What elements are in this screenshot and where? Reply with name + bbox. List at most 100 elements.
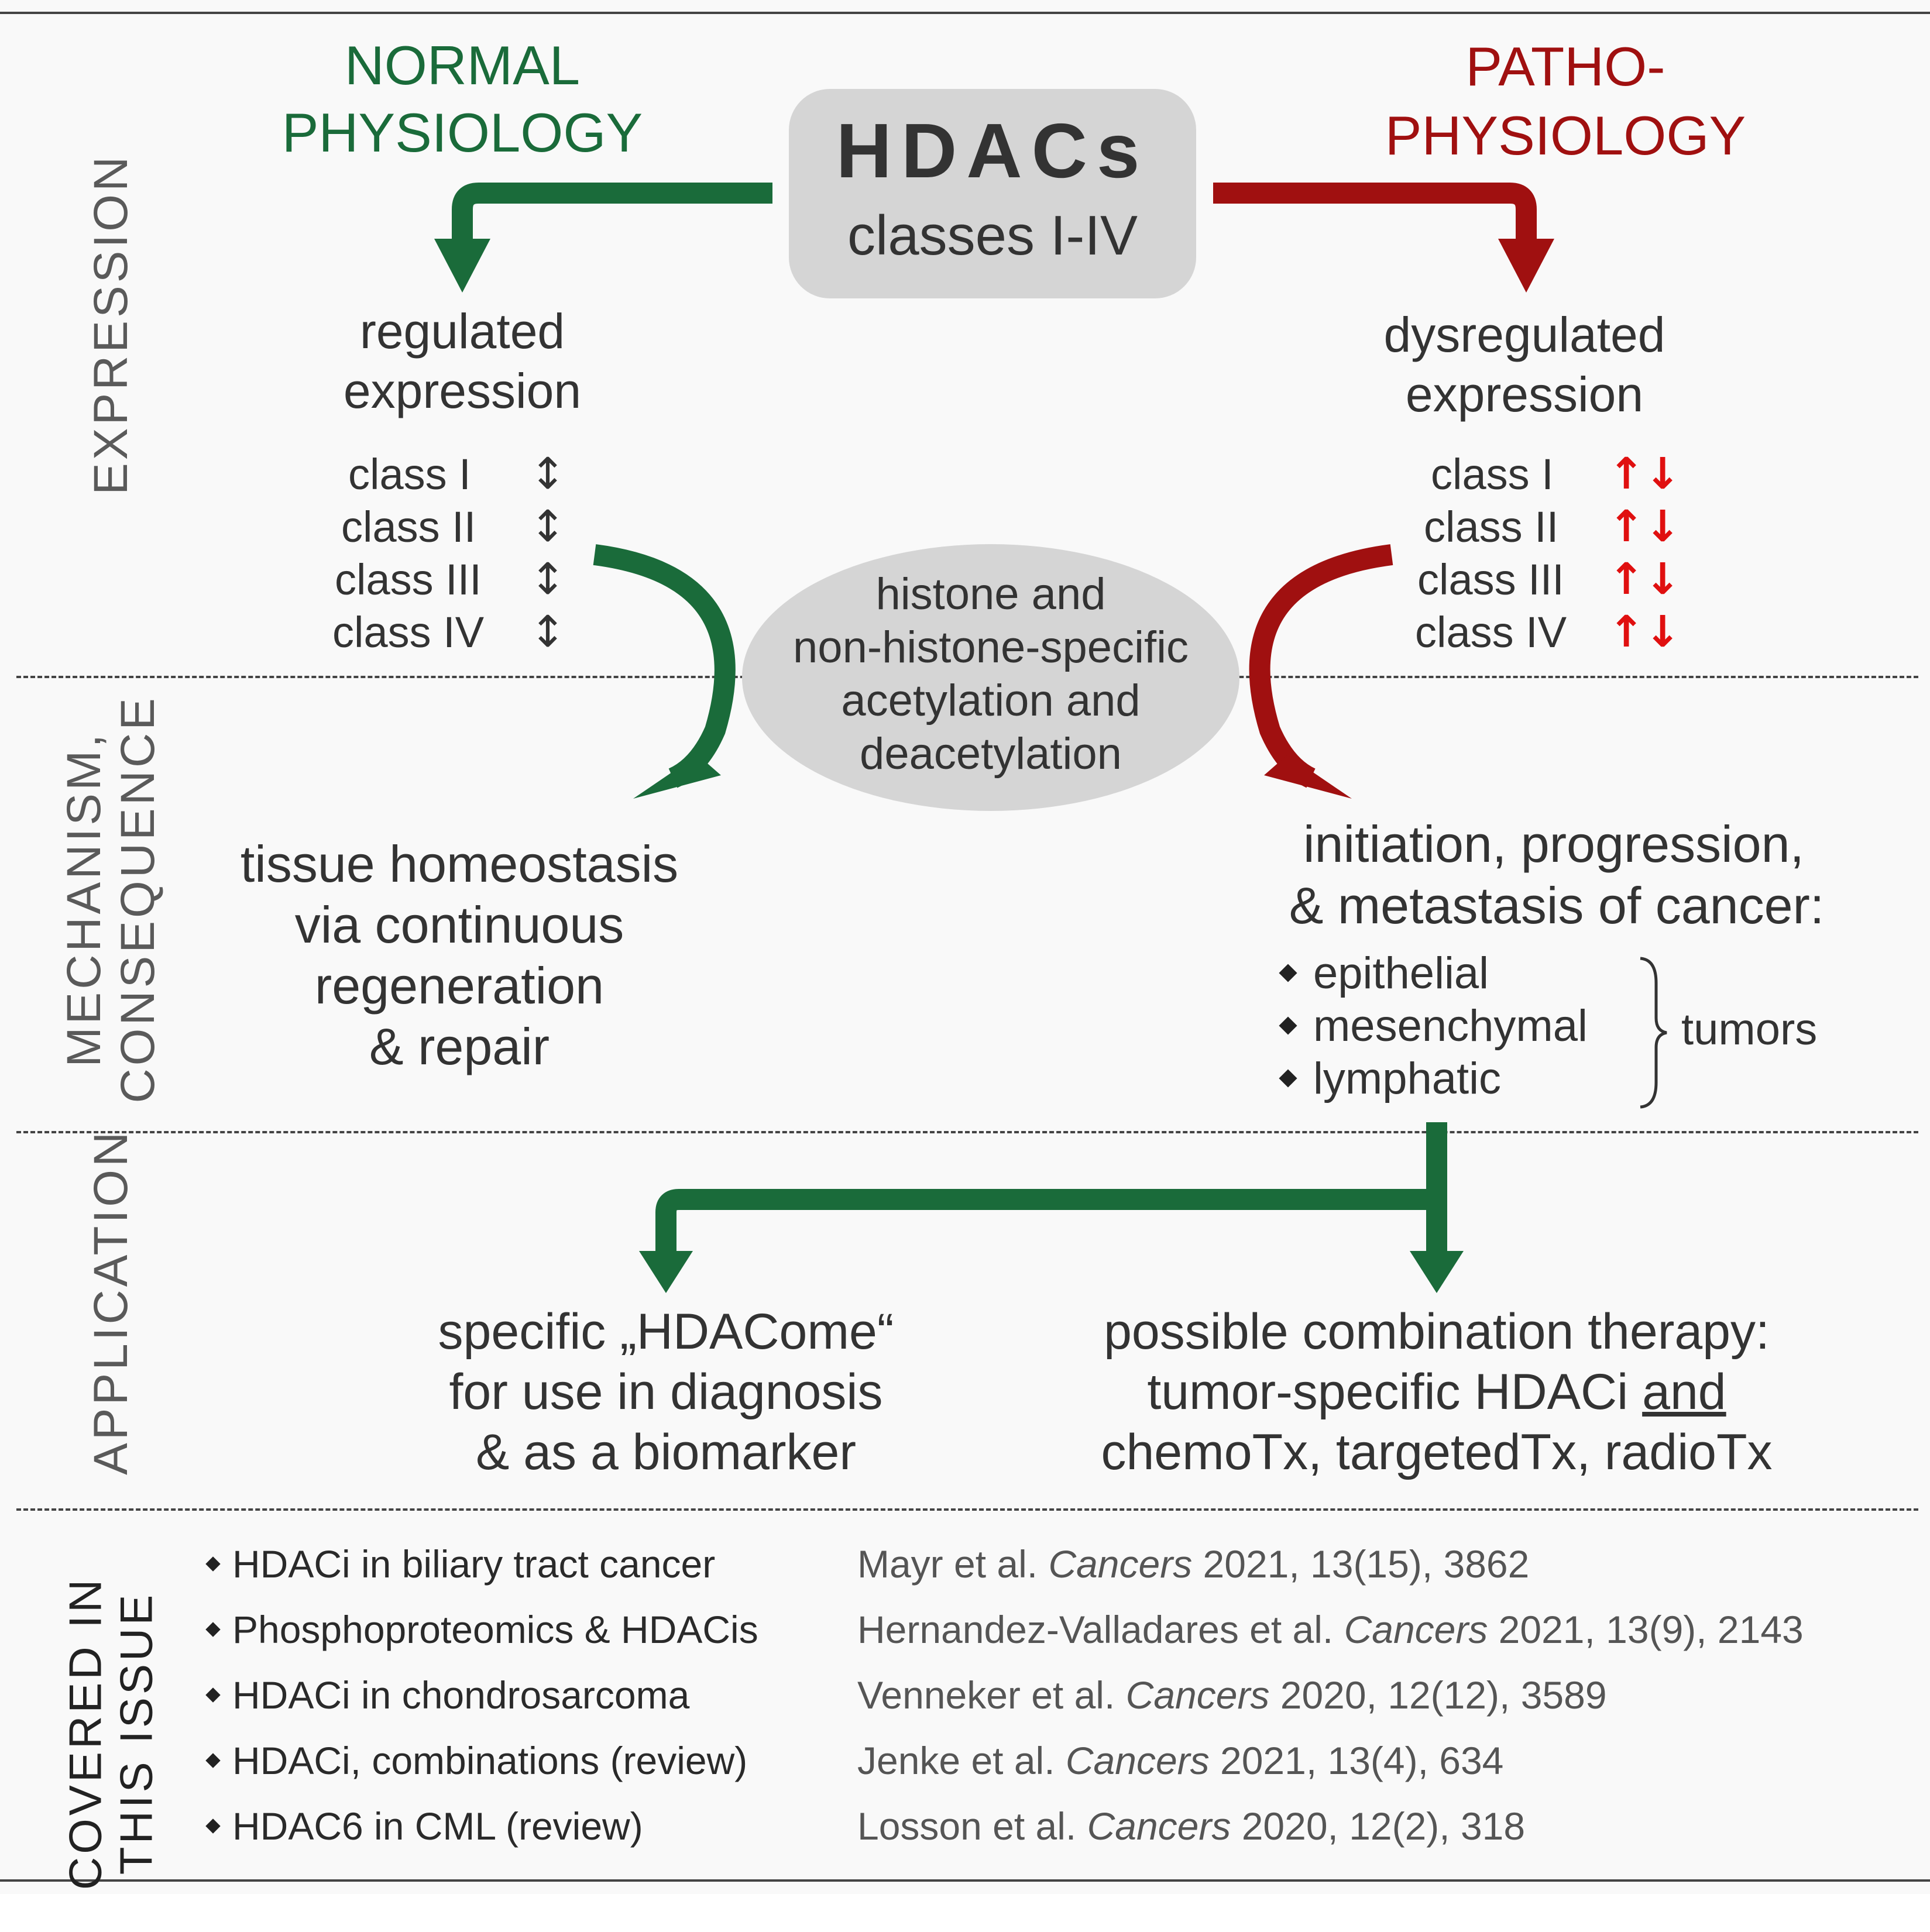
homeostasis-line4: & repair bbox=[369, 1017, 550, 1075]
acetylation-line4: deacetylation bbox=[860, 729, 1122, 779]
covered-topic-label: Phosphoproteomics & HDACis bbox=[232, 1608, 758, 1651]
reference-2: Hernandez-Valladares et al. Cancers 2021… bbox=[857, 1607, 1804, 1652]
reference-citation: 2021, 13(4), 634 bbox=[1209, 1739, 1504, 1782]
green-arrow-down-left bbox=[452, 183, 772, 240]
side-label-covered-line1: COVERED IN bbox=[59, 1576, 111, 1890]
up-down-arrows-icon-2: ↑↓ bbox=[1608, 501, 1681, 552]
therapy-line1: possible combination therapy: bbox=[1104, 1304, 1770, 1360]
red-arrow-head-2 bbox=[1264, 755, 1352, 799]
covered-topic-3: HDACi in chondrosarcoma bbox=[205, 1673, 690, 1717]
reference-authors: Jenke et al. bbox=[857, 1739, 1066, 1782]
reference-authors: Losson et al. bbox=[857, 1804, 1087, 1848]
bullet-icon bbox=[205, 1752, 221, 1768]
covered-topic-label: HDACi in chondrosarcoma bbox=[232, 1673, 690, 1717]
reference-journal: Cancers bbox=[1087, 1804, 1231, 1848]
bullet-icon bbox=[205, 1556, 221, 1572]
bottom-border bbox=[0, 1879, 1930, 1882]
hdacs-title: HDACs bbox=[836, 108, 1149, 194]
acetylation-line3: acetylation and bbox=[841, 676, 1141, 726]
therapy-line3: chemoTx, targetedTx, radioTx bbox=[1101, 1424, 1773, 1480]
updown-arrow-icon-2: ↕ bbox=[530, 501, 566, 552]
reference-authors: Hernandez-Valladares et al. bbox=[857, 1608, 1344, 1651]
reference-3: Venneker et al. Cancers 2020, 12(12), 35… bbox=[857, 1673, 1607, 1717]
homeostasis-line3: regeneration bbox=[314, 957, 605, 1015]
red-arrow-down-right bbox=[1213, 183, 1537, 240]
green-arrow-head-2 bbox=[633, 755, 721, 799]
bullet-icon bbox=[205, 1621, 221, 1637]
green-arrow-head-4 bbox=[1410, 1251, 1464, 1293]
side-label-covered-line2: THIS ISSUE bbox=[111, 1591, 162, 1875]
dysregulated-line2: expression bbox=[1405, 367, 1644, 422]
top-border bbox=[0, 12, 1930, 14]
normal-label-line2: PHYSIOLOGY bbox=[281, 102, 643, 163]
tissue-homeostasis-text: tissue homeostasis via continuous regene… bbox=[241, 834, 678, 1077]
covered-topic-2: Phosphoproteomics & HDACis bbox=[205, 1607, 758, 1652]
hdacome-text: specific „HDACome“ for use in diagnosis … bbox=[438, 1302, 894, 1483]
reference-citation: 2020, 12(2), 318 bbox=[1231, 1804, 1526, 1848]
reference-4: Jenke et al. Cancers 2021, 13(4), 634 bbox=[857, 1738, 1503, 1783]
therapy-line2: tumor-specific HDACi and bbox=[1101, 1362, 1772, 1422]
cancer-line1: initiation, progression, bbox=[1303, 815, 1805, 873]
cancer-line2: & metastasis of cancer: bbox=[1289, 876, 1825, 934]
reference-journal: Cancers bbox=[1344, 1608, 1488, 1651]
up-down-arrows-icon-1: ↑↓ bbox=[1608, 449, 1681, 499]
up-down-arrows-icon-4: ↑↓ bbox=[1608, 607, 1681, 657]
patho-label-line2: PHYSIOLOGY bbox=[1385, 105, 1746, 166]
side-label-mechanism-line2: CONSEQUENCE bbox=[111, 695, 164, 1103]
reference-journal: Cancers bbox=[1048, 1542, 1193, 1586]
covered-topic-label: HDACi, combinations (review) bbox=[232, 1739, 748, 1782]
right-class-3: class III bbox=[1417, 555, 1564, 604]
bullet-icon bbox=[1279, 964, 1297, 982]
hdacome-line1: specific „HDACome“ bbox=[438, 1304, 894, 1360]
tumor-type-label: epithelial bbox=[1313, 948, 1489, 998]
hdacs-box bbox=[789, 89, 1196, 298]
side-label-mechanism: MECHANISM, CONSEQUENCE bbox=[57, 695, 165, 1104]
covered-topic-label: HDAC6 in CML (review) bbox=[232, 1804, 643, 1848]
side-label-expression: EXPRESSION bbox=[84, 153, 138, 495]
acetylation-line2: non-histone-specific bbox=[793, 623, 1189, 672]
green-arrow-head-1 bbox=[434, 239, 490, 293]
bullet-icon bbox=[1279, 1069, 1297, 1088]
bullet-icon bbox=[1279, 1016, 1297, 1035]
therapy-line2-text: tumor-specific HDACi bbox=[1147, 1364, 1643, 1420]
reference-citation: 2021, 13(15), 3862 bbox=[1192, 1542, 1530, 1586]
covered-topic-label: HDACi in biliary tract cancer bbox=[232, 1542, 716, 1586]
therapy-and-underlined: and bbox=[1642, 1364, 1726, 1420]
regulated-line2: expression bbox=[343, 363, 582, 418]
reference-citation: 2021, 13(9), 2143 bbox=[1488, 1608, 1804, 1651]
tumors-brace bbox=[1640, 957, 1667, 1109]
reference-1: Mayr et al. Cancers 2021, 13(15), 3862 bbox=[857, 1542, 1529, 1586]
left-class-4: class IV bbox=[332, 608, 485, 656]
covered-topic-1: HDACi in biliary tract cancer bbox=[205, 1542, 716, 1586]
right-class-4: class IV bbox=[1415, 608, 1567, 656]
reference-authors: Mayr et al. bbox=[857, 1542, 1049, 1586]
dysregulated-line1: dysregulated bbox=[1383, 307, 1665, 362]
divider-application-covered bbox=[16, 1508, 1918, 1511]
divider-mechanism-application bbox=[16, 1131, 1918, 1133]
acetylation-line1: histone and bbox=[875, 569, 1106, 619]
tumor-type-mesenchymal: mesenchymal bbox=[1279, 1002, 1588, 1051]
homeostasis-line1: tissue homeostasis bbox=[240, 835, 679, 893]
updown-arrow-icon-3: ↕ bbox=[530, 554, 566, 604]
hdacome-line2: for use in diagnosis bbox=[449, 1364, 883, 1420]
reference-authors: Venneker et al. bbox=[857, 1673, 1126, 1717]
homeostasis-line2: via continuous bbox=[294, 896, 624, 954]
right-class-2: class II bbox=[1424, 503, 1559, 551]
red-curved-arrow bbox=[1249, 544, 1393, 788]
green-curved-arrow bbox=[593, 544, 736, 788]
up-down-arrows-icon-3: ↑↓ bbox=[1608, 554, 1681, 604]
side-label-mechanism-line1: MECHANISM, bbox=[57, 731, 111, 1067]
left-class-1: class I bbox=[348, 450, 471, 499]
covered-topic-5: HDAC6 in CML (review) bbox=[205, 1804, 643, 1848]
covered-topic-4: HDACi, combinations (review) bbox=[205, 1738, 748, 1783]
left-class-2: class II bbox=[341, 503, 476, 551]
acetylation-text: histone and non-histone-specific acetyla… bbox=[793, 568, 1189, 781]
side-label-application: APPLICATION bbox=[84, 1129, 138, 1475]
reference-journal: Cancers bbox=[1125, 1673, 1270, 1717]
hdacs-subtitle: classes I-IV bbox=[847, 204, 1138, 267]
bullet-icon bbox=[205, 1818, 221, 1834]
combination-therapy-text: possible combination therapy: tumor-spec… bbox=[1101, 1302, 1772, 1483]
patho-label-line1: PATHO- bbox=[1465, 36, 1665, 97]
